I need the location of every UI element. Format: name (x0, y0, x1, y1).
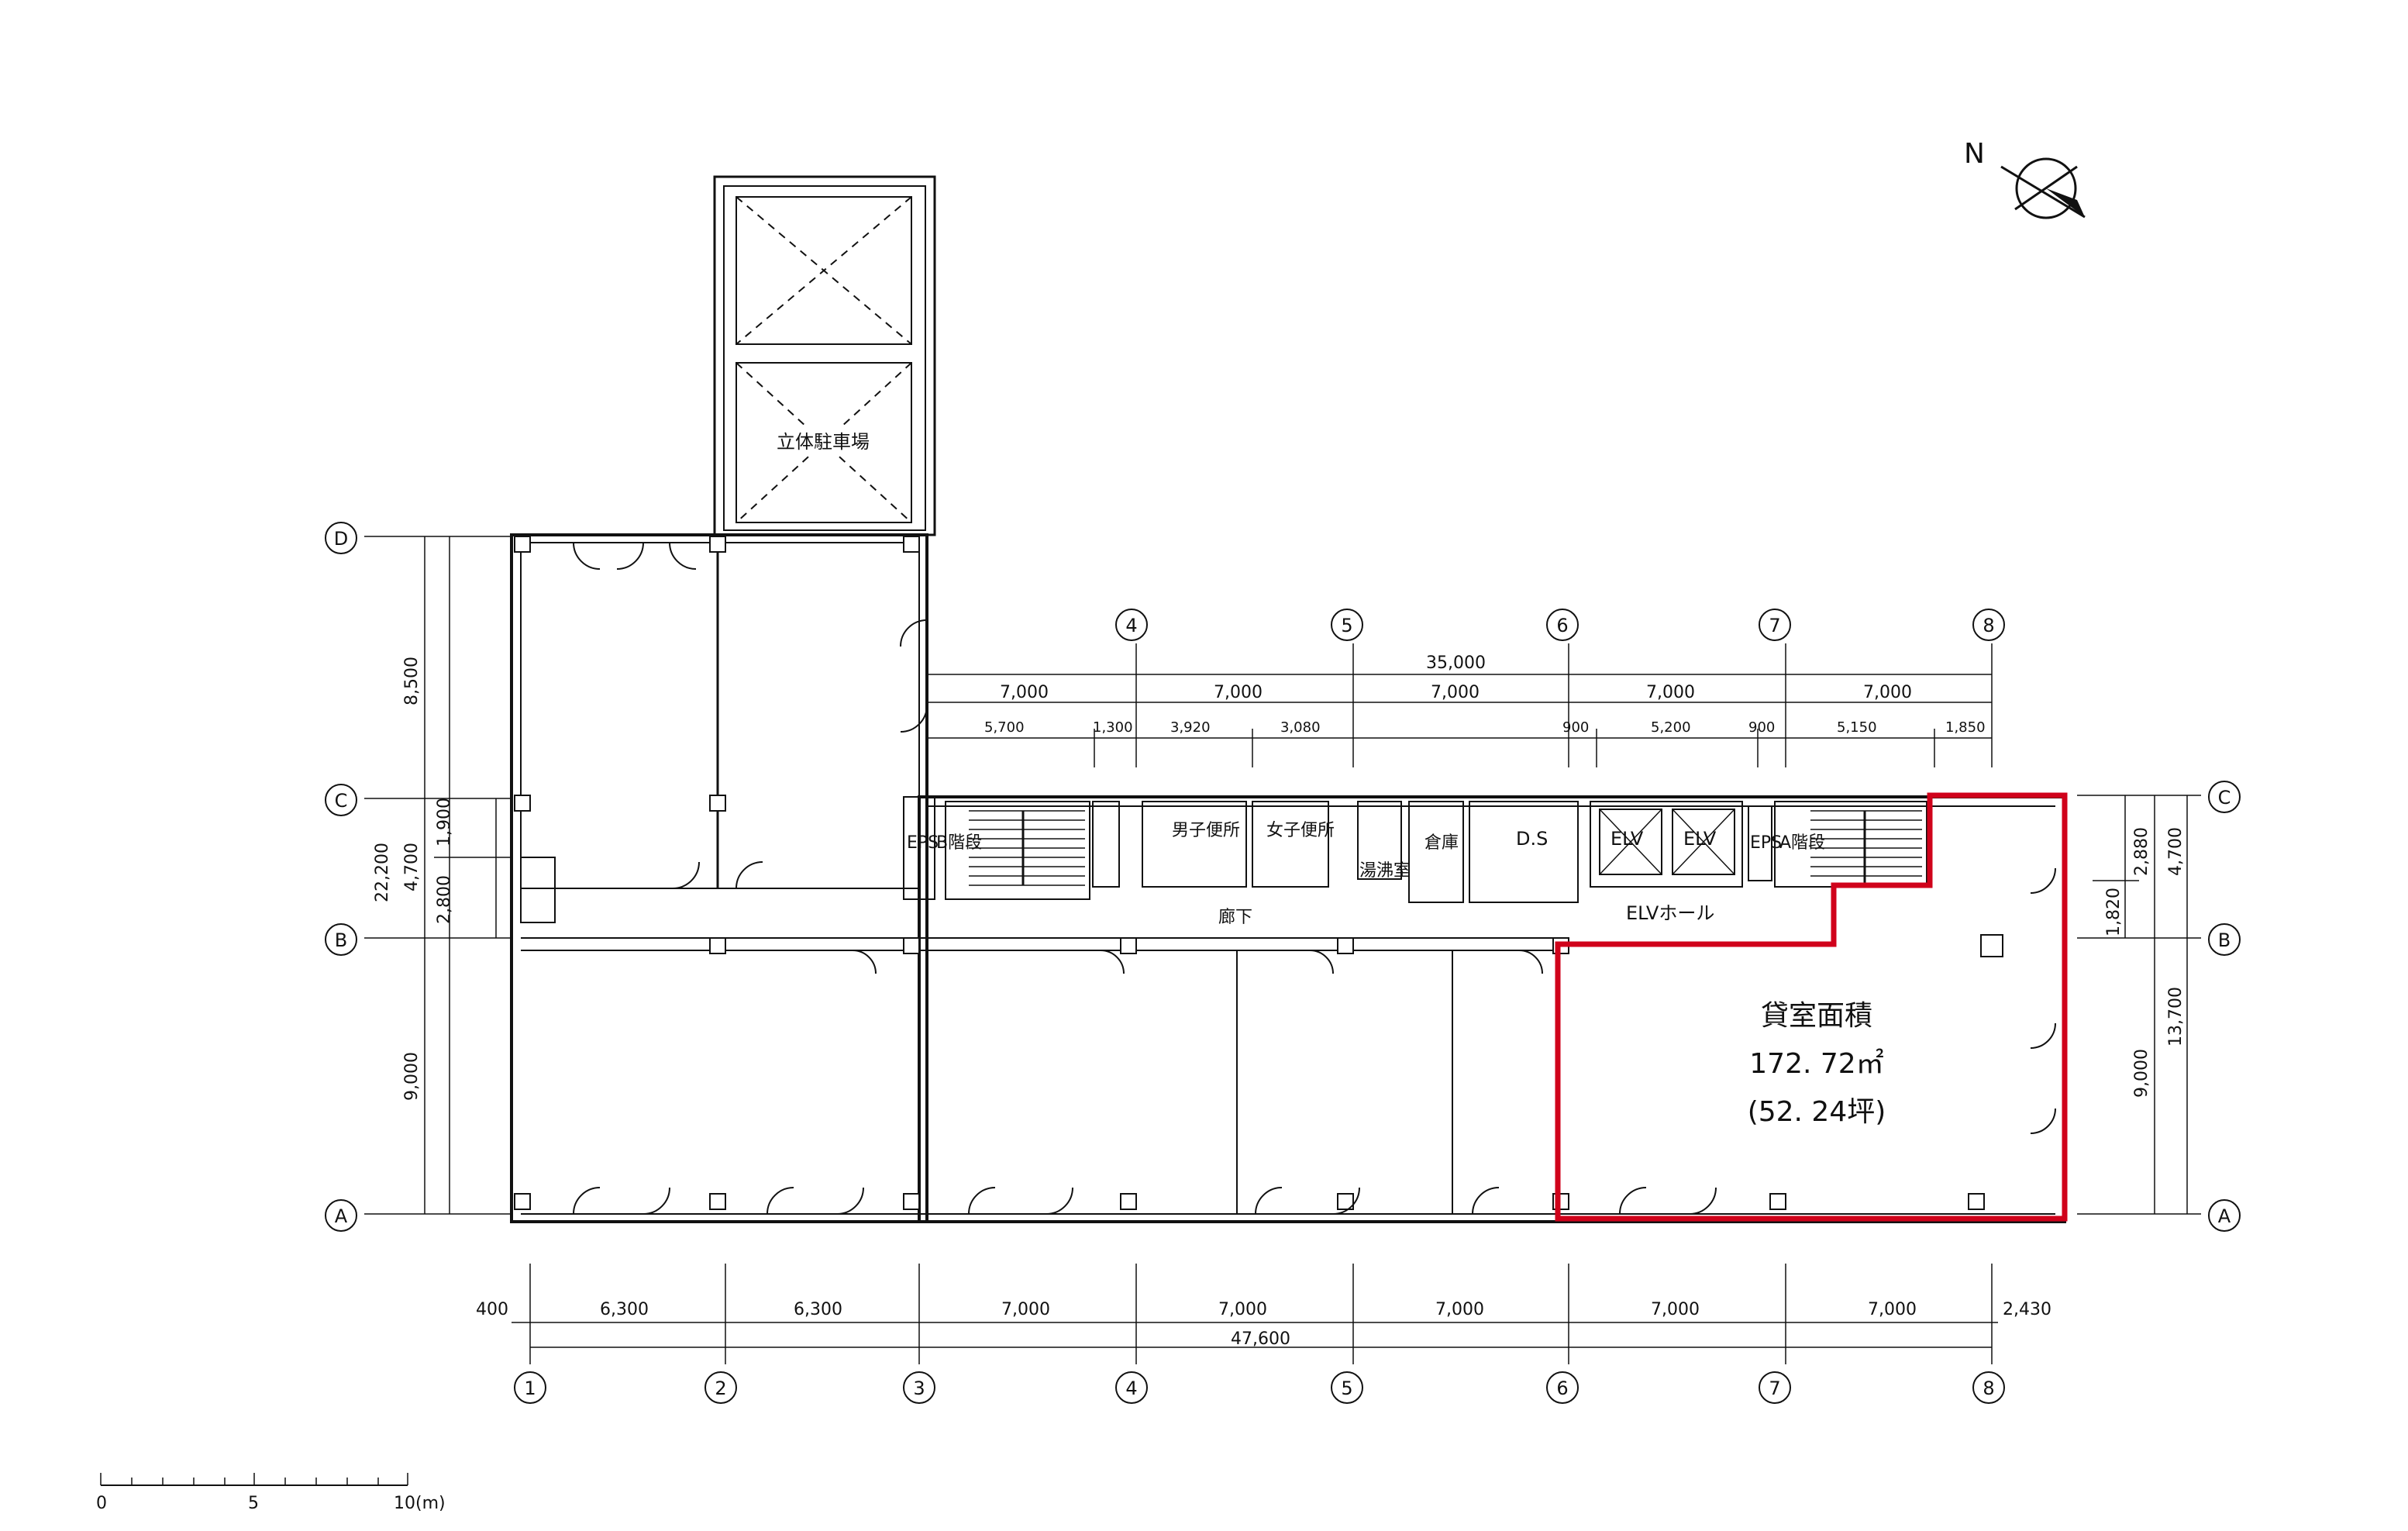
scale-unit: (m) (415, 1494, 446, 1513)
top-col-bubble-5: 5 (1341, 615, 1352, 636)
dim-top-total: 35,000 (1426, 653, 1486, 673)
dim-left-0: 8,500 (402, 657, 422, 705)
row-bubble-c: C (335, 790, 348, 812)
corridor-label: 廊下 (1218, 908, 1252, 927)
kitchenette-label: 湯沸室 (1359, 861, 1411, 881)
col-bubble-5: 5 (1341, 1378, 1352, 1399)
scale-tick-0: 0 (96, 1494, 107, 1513)
top-col-bubble-7: 7 (1769, 615, 1780, 636)
col-bubble-7: 7 (1769, 1378, 1780, 1399)
dim-right-1: 1,820 (2104, 888, 2124, 936)
row-bubble-a: A (335, 1205, 348, 1227)
ds-label: D.S (1516, 828, 1548, 850)
north-arrow-icon: N (1964, 138, 2086, 219)
grid-bubbles: 1 2 3 4 5 6 7 8 4 5 6 7 8 D C B A C B A (325, 522, 2241, 1404)
dim-bottom-3: 7,000 (1001, 1300, 1050, 1319)
top-col-bubble-8: 8 (1983, 615, 1994, 636)
dim-right-total: 13,700 (2166, 987, 2186, 1047)
dim-right-2: 9,000 (2132, 1049, 2151, 1098)
stair-a-label: A階段 (1779, 833, 1825, 853)
col-bubble-3: 3 (913, 1378, 925, 1399)
dim-left-mid: 4,700 (402, 843, 422, 891)
col-bubble-6: 6 (1556, 1378, 1568, 1399)
dim-top-sub-3: 3,080 (1280, 719, 1321, 736)
top-col-bubble-4: 4 (1125, 615, 1137, 636)
stair-b-label: B階段 (936, 833, 982, 853)
dim-top-sub-7: 5,150 (1837, 719, 1877, 736)
dim-top-4: 7,000 (1863, 683, 1912, 702)
dim-bottom-total: 47,600 (1231, 1329, 1290, 1349)
door-swings (573, 542, 2056, 1215)
mens-wc-label: 男子便所 (1172, 821, 1240, 840)
stair-b-treads (969, 810, 1085, 886)
dimension-texts: 400 6,300 6,300 7,000 7,000 7,000 7,000 … (373, 653, 2186, 1349)
scale-tick-10: 10 (394, 1494, 415, 1513)
dim-left-2: 2,800 (435, 875, 454, 924)
dim-top-0: 7,000 (1000, 683, 1049, 702)
womens-wc-label: 女子便所 (1266, 821, 1335, 840)
scale-tick-5: 5 (248, 1494, 259, 1513)
dim-top-sub-8: 1,850 (1945, 719, 1986, 736)
top-col-bubble-6: 6 (1556, 615, 1568, 636)
dim-bottom-5: 7,000 (1435, 1300, 1484, 1319)
dim-top-3: 7,000 (1646, 683, 1695, 702)
rental-area-title: 貸室面積 (1761, 1000, 1872, 1032)
dim-right-0: 2,880 (2132, 827, 2151, 876)
elv-2-label: ELV (1683, 828, 1717, 850)
elv-1-label: ELV (1611, 828, 1644, 850)
col-bubble-2: 2 (715, 1378, 726, 1399)
dim-top-sub-2: 3,920 (1170, 719, 1211, 736)
elv-hall-label: ELVホール (1626, 902, 1714, 924)
row-bubble-d: D (334, 528, 348, 550)
rental-area-info: 貸室面積 172. 72㎡ (52. 24坪) (1748, 1000, 1886, 1128)
scale-bar: 0 5 10 (m) (96, 1473, 446, 1513)
dim-bottom-2: 6,300 (794, 1300, 842, 1319)
rental-area-outline (1555, 792, 2068, 1222)
dim-top-sub-0: 5,700 (984, 719, 1025, 736)
dim-top-2: 7,000 (1431, 683, 1480, 702)
right-row-bubble-c: C (2218, 787, 2231, 809)
north-label: N (1964, 138, 1985, 170)
row-bubble-b: B (335, 929, 347, 951)
dim-left-total: 22,200 (373, 843, 392, 902)
rental-area-sqm: 172. 72㎡ (1749, 1047, 1883, 1080)
dim-top-1: 7,000 (1214, 683, 1263, 702)
parking-label: 立体駐車場 (777, 431, 870, 453)
dim-bottom-6: 7,000 (1651, 1300, 1700, 1319)
col-bubble-4: 4 (1125, 1378, 1137, 1399)
dim-top-sub-4: 900 (1562, 719, 1589, 736)
dim-left-1: 1,900 (435, 798, 454, 847)
dimension-lines (364, 536, 2201, 1364)
dim-bottom-7: 7,000 (1868, 1300, 1917, 1319)
parking-structure: 立体駐車場 (713, 175, 936, 536)
rental-area-tsubo: (52. 24坪) (1748, 1096, 1886, 1128)
dim-top-sub-6: 900 (1748, 719, 1775, 736)
right-row-bubble-b: B (2218, 929, 2231, 951)
eps-b-label: EPS (907, 833, 939, 853)
stair-a-treads (1810, 810, 1922, 885)
col-bubble-1: 1 (524, 1378, 536, 1399)
structural-columns (514, 536, 2003, 1210)
dim-left-3: 9,000 (402, 1052, 422, 1101)
storage-label: 倉庫 (1424, 833, 1459, 853)
col-bubble-8: 8 (1983, 1378, 1994, 1399)
dim-bottom-8: 2,430 (2003, 1300, 2051, 1319)
dim-top-sub-5: 5,200 (1651, 719, 1691, 736)
dim-bottom-1: 6,300 (600, 1300, 649, 1319)
room-labels: EPS B階段 男子便所 女子便所 湯沸室 倉庫 D.S ELV ELV ELV… (907, 821, 1825, 927)
eps-a-label: EPS (1750, 833, 1782, 853)
dim-bottom-4: 7,000 (1218, 1300, 1267, 1319)
dim-right-mid: 4,700 (2166, 827, 2186, 876)
right-row-bubble-a: A (2218, 1205, 2231, 1227)
dim-bottom-0: 400 (476, 1300, 508, 1319)
dim-top-sub-1: 1,300 (1093, 719, 1133, 736)
